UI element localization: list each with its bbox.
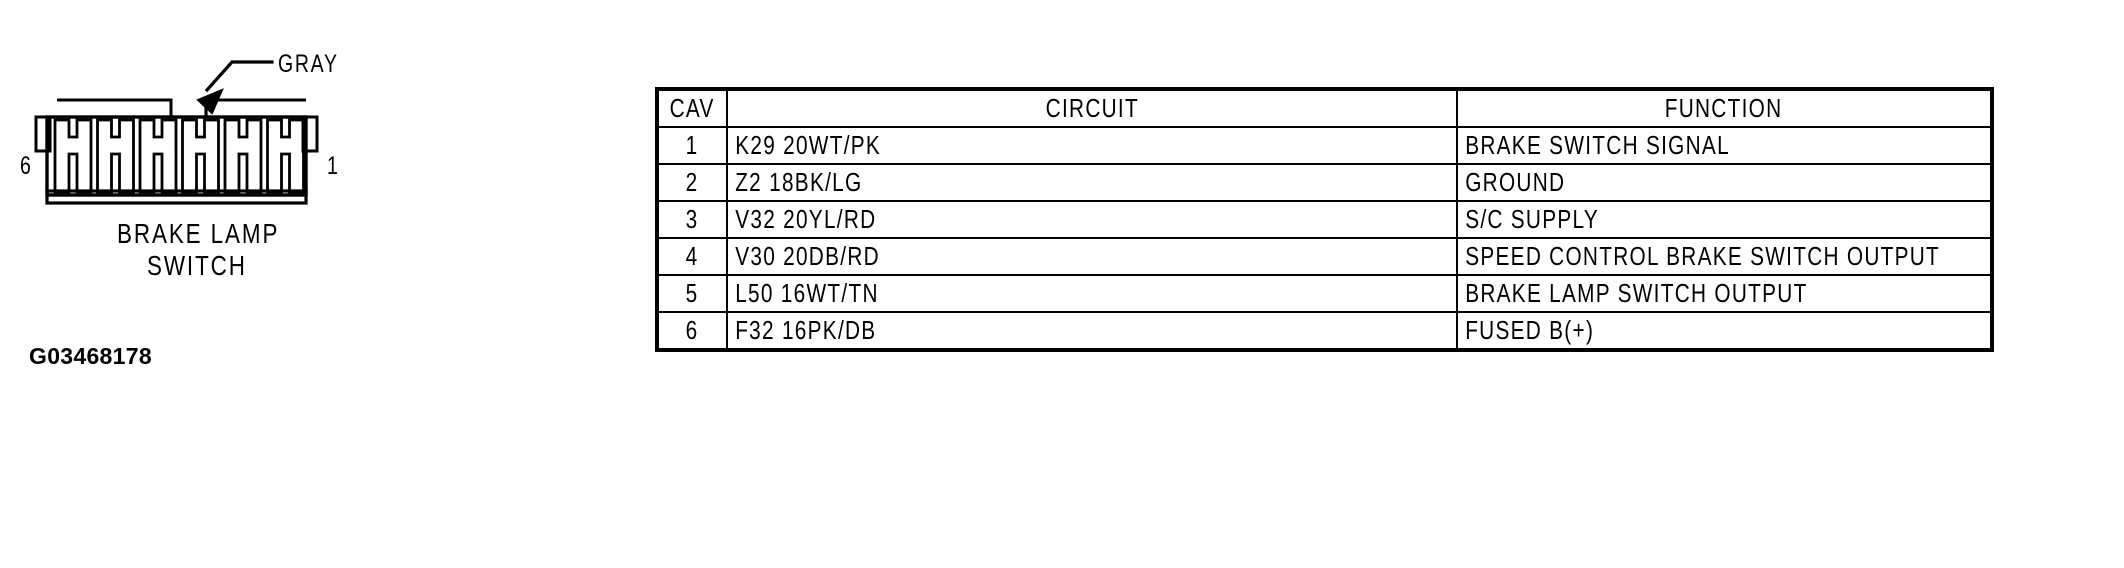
- cell-function: GROUND: [1456, 163, 1993, 202]
- column-header-cav: CAV: [656, 88, 728, 128]
- cell-circuit: K29 20WT/PK: [726, 126, 1458, 165]
- cell-function: FUSED B(+): [1456, 311, 1993, 351]
- cavity-6: [53, 118, 93, 194]
- pin-number-left: 6: [20, 152, 32, 180]
- cell-circuit: L50 16WT/TN: [726, 274, 1458, 313]
- pin-number-right: 1: [327, 152, 339, 180]
- cell-cav: 6: [656, 311, 728, 351]
- cell-cav: 5: [656, 274, 728, 313]
- table-row: 2 Z2 18BK/LG GROUND: [656, 163, 1993, 202]
- gray-callout-label: GRAY: [278, 50, 339, 78]
- cell-cav: 3: [656, 200, 728, 239]
- cell-circuit: V32 20YL/RD: [726, 200, 1458, 239]
- table-header-row: CAV CIRCUIT FUNCTION: [656, 88, 1993, 128]
- terminal-cavities: [53, 118, 305, 194]
- cell-function: SPEED CONTROL BRAKE SWITCH OUTPUT: [1456, 237, 1993, 276]
- connector-figure: GRAY 6 1 BRAKE LAMP SWITCH G03468178: [0, 0, 640, 568]
- connector-caption-line-2: SWITCH: [147, 250, 247, 281]
- cell-cav: 1: [656, 126, 728, 165]
- connector-caption-line-1: BRAKE LAMP: [117, 218, 280, 249]
- cell-circuit: F32 16PK/DB: [726, 311, 1458, 351]
- cell-circuit: Z2 18BK/LG: [726, 163, 1458, 202]
- cell-function: BRAKE LAMP SWITCH OUTPUT: [1456, 274, 1993, 313]
- connector-housing: [34, 98, 319, 205]
- cavity-5: [96, 118, 135, 194]
- pinout-table: CAV CIRCUIT FUNCTION 1 K29 20WT/PK B: [655, 87, 1994, 352]
- cell-cav: 2: [656, 163, 728, 202]
- table-row: 4 V30 20DB/RD SPEED CONTROL BRAKE SWITCH…: [656, 237, 1993, 276]
- cell-function: S/C SUPPLY: [1456, 200, 1993, 239]
- connector-drawing: [34, 60, 319, 205]
- table-row: 6 F32 16PK/DB FUSED B(+): [656, 311, 1993, 351]
- table-row: 5 L50 16WT/TN BRAKE LAMP SWITCH OUTPUT: [656, 274, 1993, 313]
- gray-callout-leader: [196, 60, 274, 118]
- cell-circuit: V30 20DB/RD: [726, 237, 1458, 276]
- table-row: 3 V32 20YL/RD S/C SUPPLY: [656, 200, 1993, 239]
- table-row: 1 K29 20WT/PK BRAKE SWITCH SIGNAL: [656, 126, 1993, 165]
- cavity-4: [138, 118, 178, 194]
- column-header-function: FUNCTION: [1456, 88, 1993, 128]
- pinout-table-container: CAV CIRCUIT FUNCTION 1 K29 20WT/PK B: [655, 87, 1994, 352]
- cavity-1: [266, 118, 305, 194]
- cavity-2: [223, 118, 263, 194]
- cell-cav: 4: [656, 237, 728, 276]
- cell-function: BRAKE SWITCH SIGNAL: [1456, 126, 1993, 165]
- figure-reference-code: G03468178: [29, 343, 152, 369]
- column-header-circuit: CIRCUIT: [726, 88, 1458, 128]
- cavity-3: [181, 118, 220, 194]
- pinout-table-body: 1 K29 20WT/PK BRAKE SWITCH SIGNAL 2 Z2 1…: [656, 126, 1993, 351]
